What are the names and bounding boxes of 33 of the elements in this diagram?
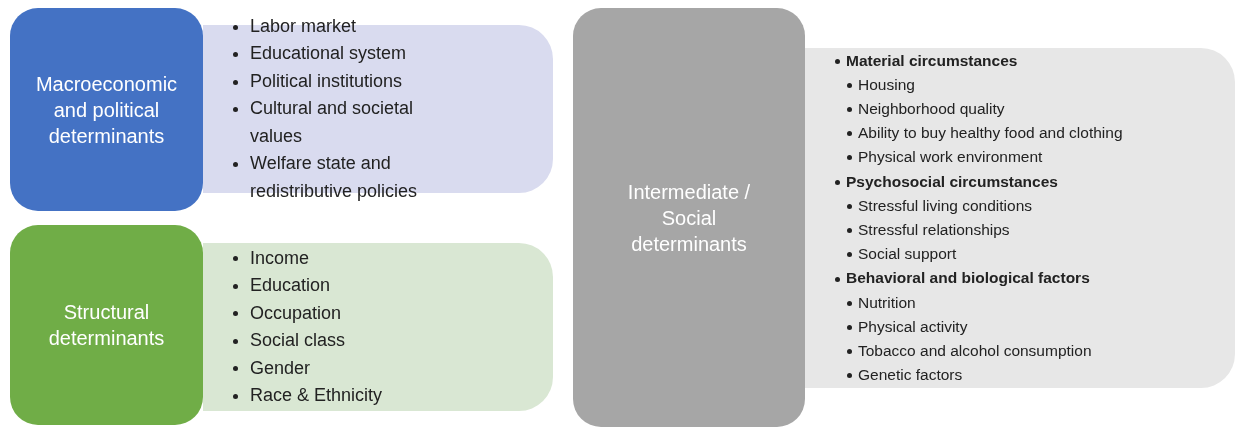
bullet-item: Education: [250, 274, 331, 297]
bullet-item: Educational system: [250, 42, 407, 66]
section-heading: Behavioral and biological factors: [846, 268, 1090, 289]
bullet-item: Housing: [858, 74, 915, 95]
bullet-item: Political institutions: [250, 69, 403, 93]
bullet-item: Labor market: [250, 14, 357, 38]
bullet-item: Genetic factors: [858, 365, 963, 386]
bullet-item: Neighborhood quality: [858, 99, 1005, 119]
bullet-item: Stressful living conditions: [858, 195, 1033, 216]
category-title: Intermediate / Social determinants: [626, 179, 752, 257]
bullet-item: Social support: [858, 244, 957, 265]
bullet-item: Ability to buy healthy food and clothing: [858, 123, 1123, 144]
bullet-item: Physical activity: [858, 316, 968, 337]
category-box: [10, 8, 203, 211]
section-heading: Material circumstances: [846, 50, 1018, 71]
bullet-item: Physical work environment: [858, 147, 1043, 168]
category-title: Structural determinants: [47, 300, 166, 351]
bullet-item: Gender: [250, 356, 311, 380]
bullet-item: Welfare state and redistributive policies: [250, 152, 419, 203]
bullet-item: Income: [250, 246, 310, 270]
bullet-item: Occupation: [250, 301, 342, 325]
bullet-item: Cultural and societal values: [250, 97, 415, 148]
category-box: [573, 8, 805, 427]
bullet-item: Nutrition: [858, 292, 916, 313]
section-heading: Psychosocial circumstances: [846, 171, 1058, 192]
bullet-item: Tobacco and alcohol consumption: [858, 341, 1092, 361]
category-title: Macroeconomic and political determinants: [34, 71, 179, 149]
bullet-item: Stressful relationships: [858, 220, 1010, 240]
bullet-item: Social class: [250, 329, 346, 352]
list-panel: [805, 48, 1235, 388]
list-panel: [203, 243, 553, 411]
bullet-item: Race & Ethnicity: [250, 384, 383, 407]
category-box: [10, 225, 203, 425]
